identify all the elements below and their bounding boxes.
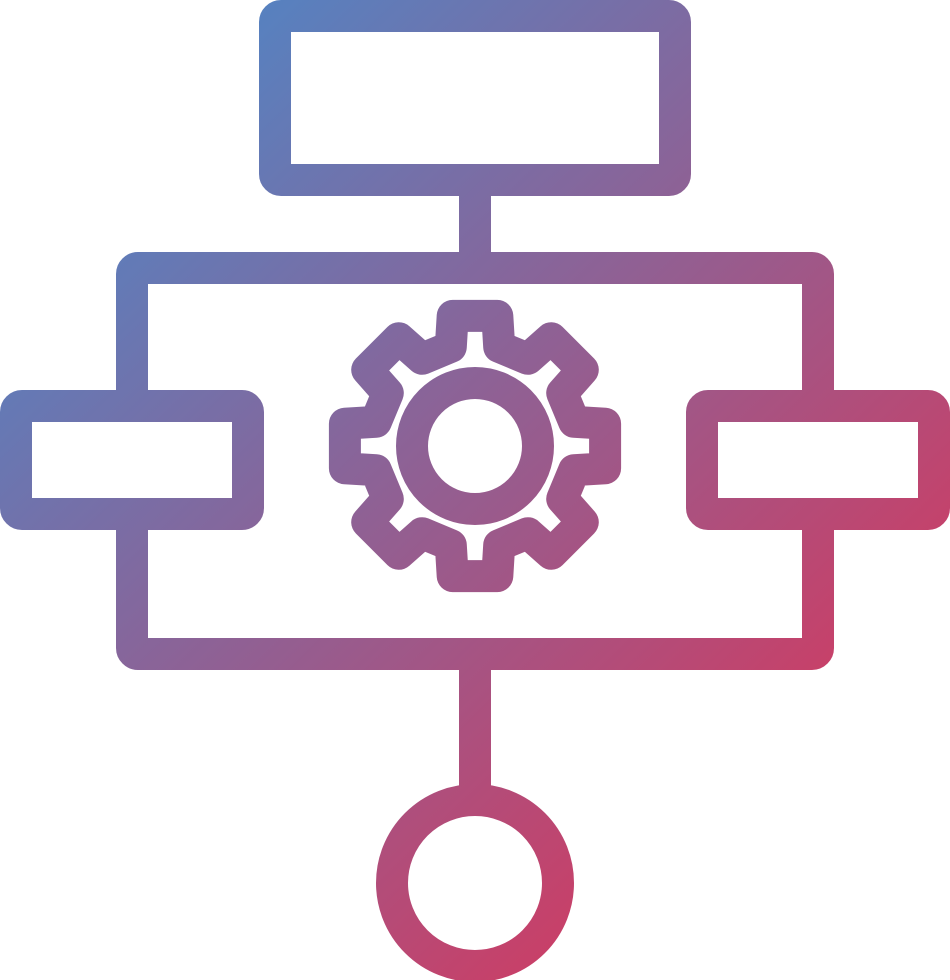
top-box: [259, 0, 691, 196]
left-box: [0, 390, 264, 530]
gear-hub: [396, 367, 554, 525]
gear-icon: [328, 299, 622, 593]
right-box: [686, 390, 950, 530]
bottom-node: [376, 784, 574, 980]
